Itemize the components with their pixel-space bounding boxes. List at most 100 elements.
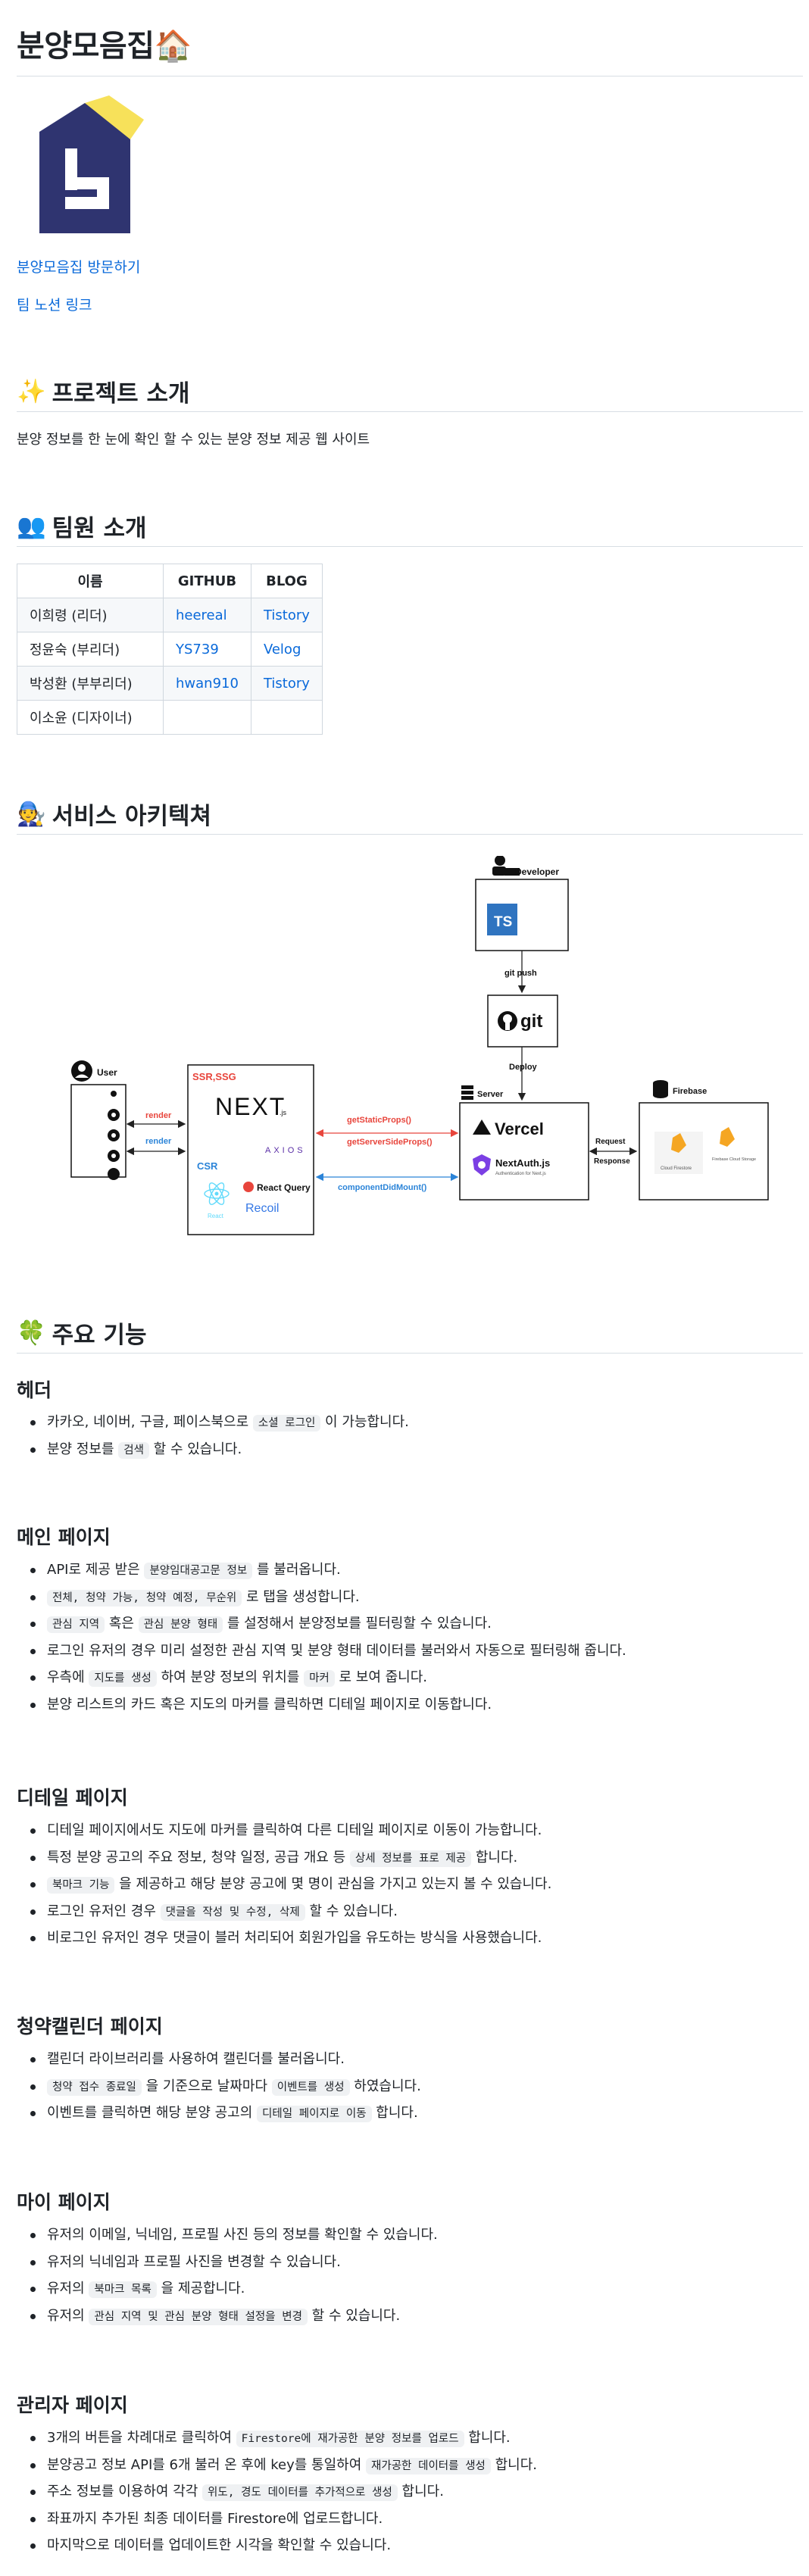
- vercel-icon: [473, 1119, 491, 1135]
- house-icon: 🏠: [154, 29, 192, 64]
- cloud-firestore-icon: [671, 1133, 686, 1153]
- inline-code: 북마크 목록: [89, 2281, 157, 2298]
- intro-heading: ✨프로젝트 소개: [17, 374, 190, 408]
- inline-code: 디테일 페이지로 이동: [257, 2106, 372, 2122]
- list-item-text: API로 제공 받은: [47, 1562, 145, 1578]
- csr-label: CSR: [197, 1160, 218, 1172]
- user-label: User: [97, 1067, 117, 1078]
- git-node: git: [487, 994, 558, 1048]
- list-item: API로 제공 받은 분양임대공고문 정보 를 불러옵니다.: [17, 1557, 626, 1584]
- intro-heading-text: 프로젝트 소개: [52, 380, 190, 407]
- list-item-text: 합니다.: [464, 2430, 511, 2446]
- inline-code: 관심 지역 및 관심 분양 형태 설정을 변경: [89, 2308, 308, 2325]
- architecture-heading-text: 서비스 아키텍쳐: [52, 803, 212, 830]
- sparkles-icon: ✨: [17, 378, 46, 405]
- blog-link[interactable]: Tistory: [263, 675, 310, 692]
- features-heading: 🍀주요 기능: [17, 1316, 146, 1350]
- list-item: 전체, 청약 가능, 청약 예정, 무순위 로 탭을 생성합니다.: [17, 1584, 626, 1611]
- inline-code: 북마크 기능: [47, 1877, 115, 1894]
- github-link[interactable]: hwan910: [176, 675, 239, 692]
- server-icon: [461, 1085, 473, 1089]
- col-name-header: 이름: [17, 564, 164, 598]
- inline-code: Firestore에 재가공한 분양 정보를 업로드: [236, 2431, 464, 2447]
- component-did-mount-label: componentDidMount(): [338, 1183, 427, 1192]
- blog-link[interactable]: Velog: [263, 641, 301, 657]
- inline-code: 관심 지역: [47, 1616, 105, 1633]
- member-name: 이희령 (리더): [17, 598, 164, 632]
- people-icon: 👥: [17, 513, 46, 540]
- list-item-text: 을 기준으로 날짜마다: [141, 2078, 272, 2094]
- nextauth-sub: Authentication for Next.js: [495, 1172, 546, 1176]
- inline-code: 이벤트를 생성: [271, 2078, 350, 2096]
- inline-code: 마커: [304, 1670, 335, 1687]
- list-item: 비로그인 유저인 경우 댓글이 블러 처리되어 회원가입을 유도하는 방식을 사…: [17, 1925, 551, 1952]
- mechanic-icon: 🧑‍🔧: [17, 801, 46, 828]
- list-item-text: 좌표까지 추가된 최종 데이터를 Firestore에 업로드합니다.: [47, 2510, 383, 2527]
- render-label-2: render: [145, 1137, 172, 1146]
- team-table: 이름 GITHUB BLOG 이희령 (리더) heereal Tistory …: [17, 564, 323, 735]
- architecture-diagram: Developer TS git push git Deploy User: [70, 856, 769, 1235]
- list-item-text: 을 제공합니다.: [156, 2281, 245, 2297]
- list-item: 로그인 유저인 경우 댓글을 작성 및 수정, 삭제 할 수 있습니다.: [17, 1898, 551, 1925]
- list-item: 청약 접수 종료일 을 기준으로 날짜마다 이벤트를 생성 하였습니다.: [17, 2073, 421, 2100]
- inline-code: 관심 분양 형태: [138, 1616, 223, 1633]
- list-item-text: 를 설정해서 분양정보를 필터링할 수 있습니다.: [223, 1616, 492, 1631]
- list-item-text: 비로그인 유저인 경우 댓글이 블러 처리되어 회원가입을 유도하는 방식을 사…: [47, 1930, 542, 1946]
- react-label: React: [208, 1213, 224, 1219]
- github-link[interactable]: YS739: [176, 641, 219, 657]
- list-item-text: 할 수 있습니다.: [305, 1903, 398, 1919]
- request-label: Request: [595, 1138, 626, 1146]
- table-row: 박성환 (부부리더) hwan910 Tistory: [17, 666, 323, 701]
- frontend-node: SSR,SSG NEXT .js AXIOS CSR React React Q…: [187, 1064, 314, 1235]
- list-item-text: 우측에: [47, 1669, 89, 1685]
- features-divider: [17, 1353, 803, 1354]
- list-item-text: 3개의 버튼을 차례대로 클릭하여: [47, 2430, 236, 2446]
- table-row: 정윤숙 (부리더) YS739 Velog: [17, 632, 323, 667]
- admin-feature-list: 3개의 버튼을 차례대로 클릭하여 Firestore에 재가공한 분양 정보를…: [17, 2425, 537, 2559]
- calendar-feature-list: 캘린더 라이브러리를 사용하여 캘린더를 불러옵니다. 청약 접수 종료일 을 기…: [17, 2046, 421, 2127]
- team-notion-link[interactable]: 팀 노션 링크: [17, 297, 92, 314]
- github-link[interactable]: heereal: [176, 607, 227, 623]
- list-item-text: 카카오, 네이버, 구글, 페이스북으로: [47, 1414, 253, 1430]
- list-item-text: 로그인 유저의 경우 미리 설정한 관심 지역 및 분양 형태 데이터를 불러와…: [47, 1642, 626, 1659]
- recoil-logo: Recoil: [245, 1202, 279, 1215]
- edge-icon: [108, 1168, 120, 1180]
- ssr-label: SSR,SSG: [192, 1071, 236, 1082]
- axios-logo: AXIOS: [265, 1146, 306, 1155]
- list-item: 우측에 지도를 생성 하여 분양 정보의 위치를 마커 로 보여 줍니다.: [17, 1664, 626, 1691]
- mypage-section-title: 마이 페이지: [17, 2191, 111, 2213]
- server-node: Server Vercel NextAuth.js Authentication…: [459, 1085, 589, 1201]
- col-blog-header: BLOG: [250, 564, 323, 598]
- react-icon: [204, 1182, 230, 1205]
- nextjs-sub: .js: [280, 1109, 287, 1116]
- header-feature-list: 카카오, 네이버, 구글, 페이스북으로 소셜 로그인 이 가능합니다.분양 정…: [17, 1409, 409, 1463]
- inline-code: 댓글을 작성 및 수정, 삭제: [160, 1903, 305, 1921]
- list-item: 분양 리스트의 카드 혹은 지도의 마커를 클릭하면 디테일 페이지로 이동합니…: [17, 1691, 626, 1719]
- react-query-label: React Query: [257, 1182, 311, 1193]
- member-name: 이소윤 (디자이너): [17, 700, 164, 735]
- blog-link[interactable]: Tistory: [263, 607, 310, 623]
- vercel-label: Vercel: [495, 1119, 544, 1138]
- page-title: 분양모음집🏠: [17, 21, 192, 65]
- inline-code: 재가공한 데이터를 생성: [366, 2457, 491, 2475]
- list-item: 유저의 닉네임과 프로필 사진을 변경할 수 있습니다.: [17, 2249, 438, 2276]
- intro-text: 분양 정보를 한 눈에 확인 할 수 있는 분양 정보 제공 웹 사이트: [17, 432, 370, 448]
- list-item: 분양공고 정보 API를 6개 불러 온 후에 key를 통일하여 재가공한 데…: [17, 2452, 537, 2479]
- inline-code: 검색: [118, 1441, 149, 1459]
- list-item-text: 로 보여 줍니다.: [334, 1669, 427, 1685]
- member-name: 정윤숙 (부리더): [17, 632, 164, 667]
- list-item: 마지막으로 데이터를 업데이트한 시각을 확인할 수 있습니다.: [17, 2532, 537, 2559]
- list-item-text: 디테일 페이지에서도 지도에 마커를 클릭하여 다른 디테일 페이지로 이동이 …: [47, 1822, 542, 1838]
- list-item-text: 캘린더 라이브러리를 사용하여 캘린더를 불러옵니다.: [47, 2051, 345, 2067]
- list-item-text: 유저의: [47, 2281, 89, 2297]
- team-heading-text: 팀원 소개: [52, 515, 147, 542]
- header-section-title: 헤더: [17, 1379, 52, 1401]
- main-section-title: 메인 페이지: [17, 1526, 111, 1548]
- nextjs-logo: NEXT: [215, 1093, 286, 1120]
- team-heading: 👥팀원 소개: [17, 509, 146, 543]
- visit-site-link[interactable]: 분양모음집 방문하기: [17, 259, 141, 276]
- blog-cell-empty: [250, 700, 323, 735]
- list-item-text: 마지막으로 데이터를 업데이트한 시각을 확인할 수 있습니다.: [47, 2537, 392, 2553]
- team-table-wrap: 이름 GITHUB BLOG 이희령 (리더) heereal Tistory …: [17, 564, 323, 735]
